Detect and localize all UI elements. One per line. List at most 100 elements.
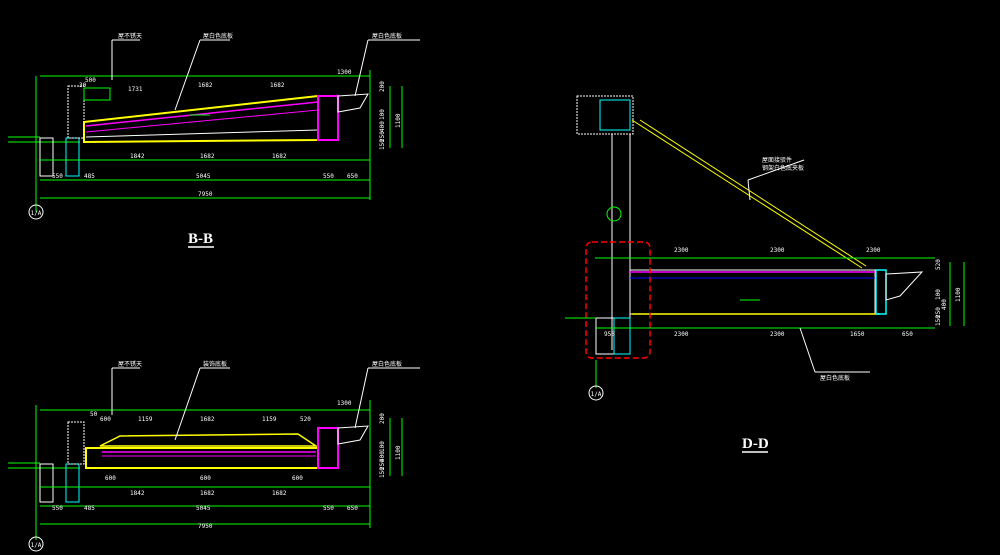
inner-line — [85, 101, 319, 127]
axis-marker — [28, 204, 44, 220]
dim-text: 1682 — [200, 490, 215, 497]
dim-text: 1731 — [128, 86, 143, 93]
dim-text: 1682 — [270, 82, 285, 89]
dim-text: 520 — [935, 259, 942, 270]
dim-text: 30 — [79, 82, 87, 89]
dim-text: 7950 — [198, 191, 213, 198]
dim-text: 1159 — [262, 416, 277, 423]
note-right: 屋白色底板 — [372, 32, 402, 40]
section-cc: 1/A 屋不锈天 装饰底板 屋白色底板 50 600 1159 1682 115… — [8, 360, 420, 552]
coffer — [99, 433, 319, 447]
edge-beam — [317, 95, 339, 141]
section-title: B-B — [188, 231, 213, 247]
column — [65, 137, 80, 177]
column — [39, 463, 54, 503]
beam — [83, 87, 111, 101]
dim-text: 600 — [105, 475, 116, 482]
dim-text: 550 — [52, 505, 63, 512]
section-dd: 1/A 屋面接驳件 钢架白色底夹板 屋白色底板 2300 2300 2300 9… — [565, 95, 965, 453]
dim-text: 2300 — [674, 247, 689, 254]
dim-text: 1159 — [138, 416, 153, 423]
dim-text: 1842 — [130, 153, 145, 160]
axis-marker-label: 1/A — [31, 542, 42, 549]
dim-text: 2300 — [770, 247, 785, 254]
dim-text: 485 — [84, 505, 95, 512]
dim-text: 1682 — [200, 153, 215, 160]
edge-profile — [337, 93, 369, 113]
canopy-slab — [83, 94, 319, 144]
inner-line — [85, 129, 319, 138]
section-bb: 1/A 屋不锈天 屋白色底板 屋白色底板 30 500 1731 1682 16… — [8, 32, 420, 248]
tie-rod — [639, 119, 867, 267]
note-1: 屋面接驳件 — [762, 156, 792, 164]
dim-text: 550 — [52, 173, 63, 180]
note-right: 屋白色底板 — [372, 360, 402, 368]
dim-text: 100 — [379, 109, 386, 120]
dim-text: 1100 — [395, 445, 402, 460]
dim-text: 5045 — [196, 173, 211, 180]
leader-line — [174, 367, 201, 441]
axis-marker — [28, 536, 44, 552]
dim-text: 950 — [604, 331, 615, 338]
leader-line — [174, 39, 201, 111]
dim-text: 200 — [379, 81, 386, 92]
dim-text: 7950 — [198, 523, 213, 530]
edge-beam — [317, 427, 339, 469]
dim-text: 150 — [935, 315, 942, 326]
dim-text: 600 — [100, 416, 111, 423]
note-2: 钢架白色底夹板 — [762, 164, 804, 172]
dim-text: 600 — [292, 475, 303, 482]
dim-text: 150 — [379, 467, 386, 478]
wall — [67, 421, 85, 465]
axis-marker — [588, 385, 604, 401]
edge-beam — [875, 269, 887, 315]
dim-text: 1682 — [272, 490, 287, 497]
dim-text: 2300 — [674, 331, 689, 338]
dim-text: 520 — [300, 416, 311, 423]
dim-text: 400 — [379, 121, 386, 132]
dim-text: 5045 — [196, 505, 211, 512]
leader-line — [799, 327, 816, 373]
note-mid: 装饰底板 — [203, 360, 227, 368]
wall — [67, 85, 85, 139]
section-title: D-D — [742, 436, 769, 452]
dim-text: 50 — [90, 411, 98, 418]
note-left: 屋不锈天 — [118, 32, 142, 40]
dim-text: 1682 — [200, 416, 215, 423]
canopy-slab — [85, 447, 319, 469]
dim-text: 2300 — [866, 247, 881, 254]
dim-text: 100 — [935, 289, 942, 300]
dim-text: 250 — [379, 459, 386, 470]
note-bottom: 屋白色底板 — [820, 374, 850, 382]
dim-text: 150 — [379, 139, 386, 150]
column — [65, 463, 80, 503]
dim-text: 250 — [379, 131, 386, 142]
leader-line — [354, 367, 369, 429]
dim-text: 1300 — [337, 400, 352, 407]
dim-text: 2300 — [770, 331, 785, 338]
dim-text: 1100 — [395, 113, 402, 128]
dim-text: 400 — [379, 451, 386, 462]
dim-text: 1650 — [850, 331, 865, 338]
edge-profile — [885, 271, 924, 301]
axis-marker-label: 1/A — [591, 391, 602, 398]
dim-text: 1842 — [130, 490, 145, 497]
column — [613, 317, 631, 355]
dim-text: 1300 — [337, 69, 352, 76]
note-left: 屋不锈天 — [118, 360, 142, 368]
upper-wall — [576, 95, 634, 135]
dim-text: 550 — [323, 505, 334, 512]
dim-text: 400 — [941, 299, 948, 310]
leader-line — [747, 159, 805, 181]
dim-text: 485 — [84, 173, 95, 180]
leader-line — [354, 39, 369, 97]
upper-beam — [599, 99, 631, 131]
highlight-region — [585, 241, 651, 359]
axis-circle — [606, 206, 622, 222]
dim-text: 1100 — [955, 287, 962, 302]
dim-text: 1682 — [272, 153, 287, 160]
canopy-body — [629, 269, 876, 315]
dim-text: 550 — [323, 173, 334, 180]
